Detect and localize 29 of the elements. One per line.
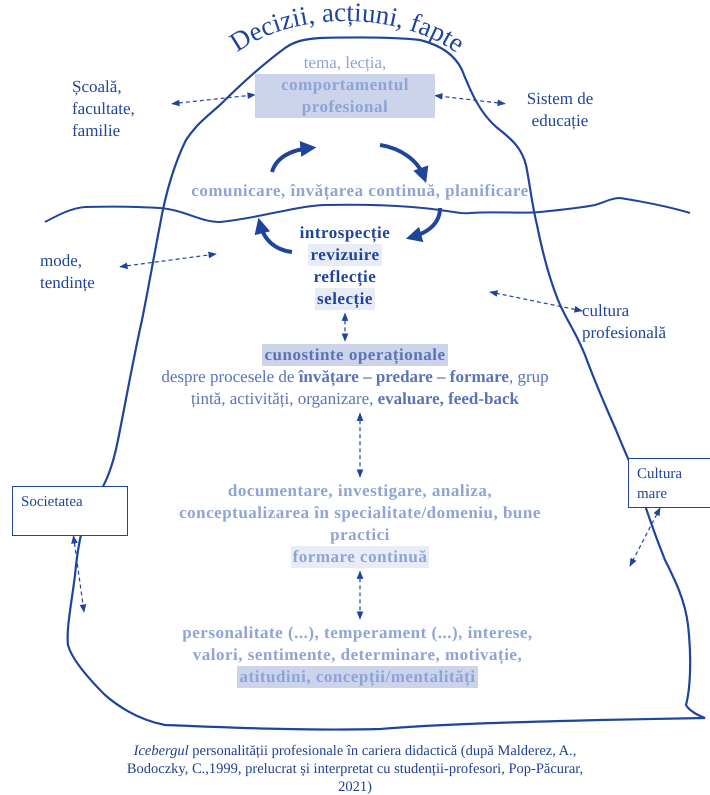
box-text: Cultura mare	[637, 465, 683, 504]
highlighted-text: atitudini, concepții/mentalități	[237, 666, 478, 688]
highlighted-text: formare continuă	[290, 546, 430, 568]
arrow	[342, 312, 348, 342]
text-box	[628, 458, 710, 508]
highlighted-text: selecție	[315, 288, 375, 310]
arrow	[71, 535, 86, 613]
box-text: Societatea	[21, 493, 83, 512]
caption-text: Icebergul personalității profesionale în cariera didactică (după Malderez, A., Bodoczky, C.,1999, prelucrat și interpretat cu studenții-profesori, Pop-Păcurar, 2021)	[126, 742, 584, 795]
side-label: Sistem de educație	[526, 88, 594, 132]
side-label: Școală, facultate, familie	[72, 76, 136, 142]
arrow	[489, 290, 583, 313]
highlighted-text: cunostinte operaționale	[262, 344, 448, 366]
arrow	[356, 412, 364, 478]
arrow	[629, 507, 661, 567]
text-box	[12, 486, 128, 536]
label-text: tema, lecția,	[304, 52, 386, 74]
highlighted-text: comportamentul profesional	[255, 74, 435, 118]
arrow	[356, 570, 364, 620]
arrow	[119, 252, 217, 270]
label-text: despre procesele de învățare – predare – formare, grup țintă, activități, organizare, evaluare, feed-back	[160, 366, 550, 410]
label-text: comunicare, învățarea continuă, planificare	[191, 180, 529, 202]
arrow	[434, 93, 506, 106]
arrow	[171, 92, 256, 106]
label-text: introspecție	[300, 222, 390, 244]
side-label: mode, tendințe	[40, 250, 96, 294]
label-text: reflecție	[314, 266, 376, 288]
highlighted-text: revizuire	[308, 244, 382, 266]
side-label: cultura profesională	[582, 300, 668, 344]
